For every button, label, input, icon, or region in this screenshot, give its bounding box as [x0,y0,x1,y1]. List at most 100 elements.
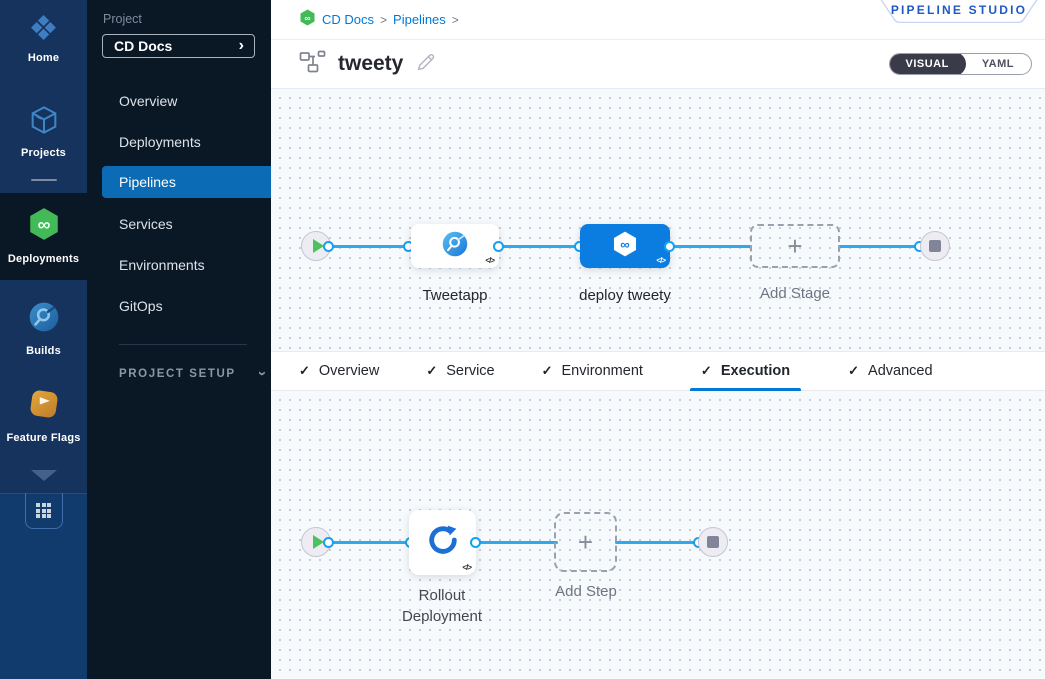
project-sidebar: Project CD Docs › Overview Deployments P… [87,0,271,679]
stage-canvas[interactable]: </> ∞ </> + Tweetapp deploy tweety Add S… [271,88,1045,351]
connector-dot [470,536,481,548]
module-projects-label: Projects [20,147,66,159]
module-picker-button[interactable] [24,493,63,529]
connector-line [474,541,558,544]
tab-label: Advanced [868,363,933,379]
connector-line [497,245,583,248]
pipeline-title-row: tweety VISUAL YAML [271,40,1045,88]
tab-overview[interactable]: ✓ Overview [299,352,379,390]
cd-hexagon-icon: ∞ [26,206,62,247]
breadcrumb-separator: > [451,12,459,27]
svg-text:∞: ∞ [37,214,50,234]
projects-cube-icon [28,104,60,141]
connector-dot [493,240,504,252]
check-icon: ✓ [426,363,438,378]
tab-execution[interactable]: ✓ Execution [689,352,802,391]
breadcrumb-separator: > [380,12,388,27]
tab-label: Execution [720,363,791,379]
check-icon: ✓ [299,363,310,378]
stop-icon [707,536,719,548]
project-section-label: Project [103,12,142,26]
chevron-down-icon: › [253,371,271,376]
build-stage-icon [441,230,469,263]
module-builds[interactable]: Builds [0,300,87,357]
project-selector[interactable]: CD Docs › [102,34,255,58]
play-icon [312,239,324,253]
sidebar-item-overview[interactable]: Overview [87,80,271,121]
code-icon: </> [656,256,666,265]
tab-service[interactable]: ✓ Service [426,352,494,390]
breadcrumb: ∞ CD Docs > Pipelines > PIPELINE STUDIO [271,0,1045,40]
toggle-yaml-button[interactable]: YAML [981,58,1014,70]
chevron-right-icon: › [238,37,244,54]
builds-icon [27,300,61,339]
pipeline-end-node [920,231,950,261]
connector-line [321,245,413,248]
play-icon [312,535,324,549]
code-icon: </> [485,256,495,265]
module-projects[interactable]: Projects [0,104,87,159]
execution-end-node [698,527,728,557]
add-step-button[interactable]: + [554,512,617,572]
stage-node-deploy-tweety[interactable]: ∞ </> [580,224,670,268]
sidebar-item-environments[interactable]: Environments [87,244,271,285]
stage-label: Tweetapp [422,287,488,304]
cd-module-icon: ∞ [299,9,316,31]
rolling-deployment-icon [427,524,459,561]
project-nav: Overview Deployments Pipelines Services … [87,80,271,326]
sidebar-item-label: Services [119,215,173,232]
svg-text:∞: ∞ [620,236,630,251]
waffle-grid-icon [36,503,51,518]
connector-dot [664,240,675,252]
pipeline-title: tweety [338,52,404,75]
plus-icon: + [577,527,594,557]
execution-canvas[interactable]: </> + Rollout Deployment Add Step [271,391,1045,679]
project-name: CD Docs [114,38,173,54]
sidebar-item-label: Deployments [119,133,201,150]
stop-icon [929,240,941,252]
sidebar-item-deployments[interactable]: Deployments [87,121,271,162]
add-stage-button[interactable]: + [750,224,840,268]
connector-line [668,245,752,248]
toggle-visual-button[interactable]: VISUAL [889,54,966,74]
project-setup-toggle[interactable]: PROJECT SETUP › [119,365,271,382]
connector-line [615,541,703,544]
plus-icon: + [787,231,803,261]
module-home[interactable]: ❖ Home [0,12,87,64]
stage-node-tweetapp[interactable]: </> [411,224,499,268]
tab-advanced[interactable]: ✓ Advanced [848,352,932,390]
step-label: Rollout Deployment [401,587,483,625]
sidebar-item-label: Environments [119,256,205,273]
connector-line [838,245,922,248]
stage-label: deploy tweety [579,287,671,304]
feature-flags-icon [27,387,61,426]
sidebar-item-services[interactable]: Services [87,203,271,244]
connector-dot [323,240,334,252]
sidebar-item-gitops[interactable]: GitOps [87,285,271,326]
module-home-label: Home [27,52,60,64]
rail-more-chevron-down-icon[interactable] [30,470,57,481]
project-setup-label: PROJECT SETUP [119,367,236,380]
svg-text:∞: ∞ [304,12,310,22]
check-icon: ✓ [848,363,860,378]
connector-line [321,541,415,544]
tab-label: Environment [561,363,643,379]
rail-bottom-section [0,493,87,679]
visual-yaml-toggle: VISUAL YAML [888,53,1032,75]
sidebar-item-pipelines[interactable]: Pipelines [102,166,271,198]
stage-config-tabs: ✓ Overview ✓ Service ✓ Environment ✓ Exe… [271,351,1045,391]
add-stage-label: Add Stage [759,285,831,302]
module-feature-flags[interactable]: Feature Flags [0,387,87,444]
main-area: ∞ CD Docs > Pipelines > PIPELINE STUDIO … [271,0,1045,679]
module-deployments-selected-block: ∞ Deployments [0,193,87,280]
tab-environment[interactable]: ✓ Environment [542,352,643,390]
breadcrumb-link-pipelines[interactable]: Pipelines [393,12,446,27]
sidebar-item-label: Pipelines [119,174,176,190]
module-deployments[interactable]: ∞ Deployments [0,206,87,265]
edit-pencil-icon[interactable] [415,52,436,78]
tab-label: Service [446,363,495,379]
sidebar-divider [119,344,247,345]
breadcrumb-link-project[interactable]: CD Docs [322,12,375,27]
pipeline-flowchart-icon [299,50,326,78]
step-node-rollout-deployment[interactable]: </> [409,510,476,575]
